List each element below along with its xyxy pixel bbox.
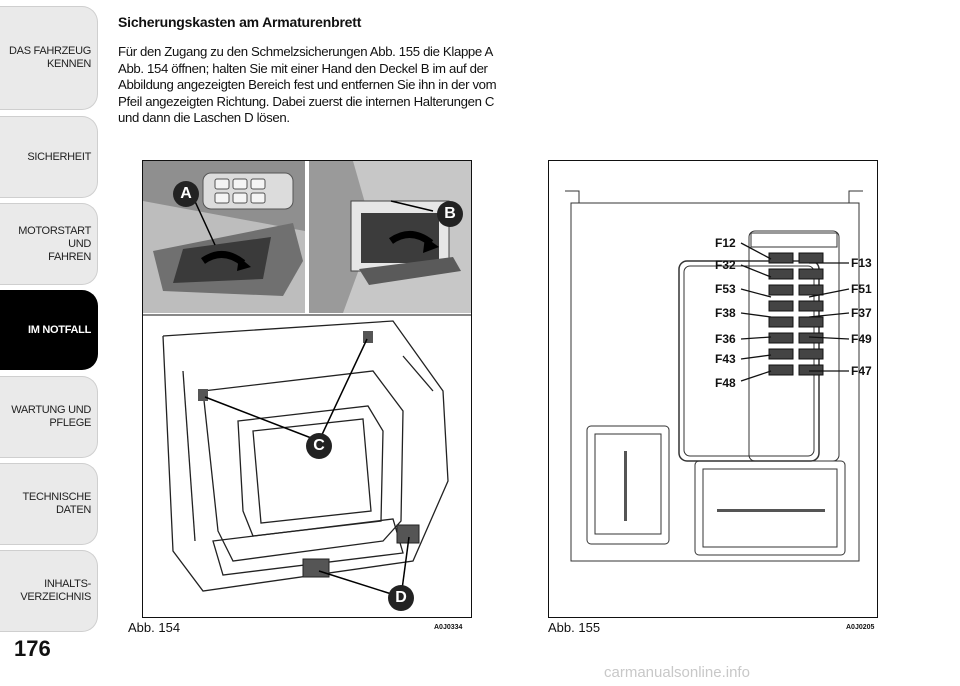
callout-c-label: C: [313, 437, 325, 454]
fuse-label-f53: F53: [715, 282, 736, 296]
figure-154-illustration: [143, 161, 471, 598]
fuse-slot: [798, 300, 824, 312]
fuse-slot: [798, 316, 824, 328]
page-number: 176: [14, 636, 51, 661]
tab-technische-daten[interactable]: TECHNISCHE DATEN: [0, 463, 98, 545]
tab-label: MOTORSTART UND FAHREN: [18, 224, 91, 263]
tab-label: INHALTS- VERZEICHNIS: [20, 578, 91, 603]
fuse-label-f37: F37: [851, 306, 872, 320]
tab-im-notfall[interactable]: IM NOTFALL: [0, 290, 98, 370]
fuse-label-f47: F47: [851, 364, 872, 378]
fuse-label-f48: F48: [715, 376, 736, 390]
callout-b-badge: B: [437, 201, 463, 227]
body-text: Für den Zugang zu den Schmelzsicherungen…: [118, 44, 497, 126]
callout-b-label: B: [444, 205, 456, 222]
figure-155: F12 F32 F53 F38 F36 F43 F48 F13 F51 F37 …: [548, 160, 878, 618]
fuse-label-f43: F43: [715, 352, 736, 366]
tab-label: WARTUNG UND PFLEGE: [11, 404, 91, 429]
tab-label: DAS FAHRZEUG KENNEN: [9, 45, 91, 70]
tab-sicherheit[interactable]: SICHERHEIT: [0, 116, 98, 198]
figure-154-caption: Abb. 154: [128, 620, 181, 635]
fuse-label-f32: F32: [715, 258, 736, 272]
tab-das-fahrzeug-kennen[interactable]: DAS FAHRZEUG KENNEN: [0, 6, 98, 110]
callout-c-badge: C: [306, 433, 332, 459]
watermark: carmanualsonline.info: [604, 664, 750, 681]
callout-a-label: A: [180, 185, 192, 202]
fuse-slot: [768, 252, 794, 264]
fuse-slot: [768, 268, 794, 280]
section-heading: Sicherungskasten am Armaturenbrett: [118, 14, 362, 30]
tab-motorstart-und-fahren[interactable]: MOTORSTART UND FAHREN: [0, 203, 98, 285]
fuse-slot: [768, 332, 794, 344]
fuse-slot: [798, 364, 824, 376]
figure-155-code: A0J0205: [846, 624, 875, 631]
fuse-slot: [798, 348, 824, 360]
figure-155-caption: Abb. 155: [548, 620, 601, 635]
fuse-slot: [798, 284, 824, 296]
fuse-label-f51: F51: [851, 282, 872, 296]
fuse-slot: [768, 348, 794, 360]
tab-label: TECHNISCHE DATEN: [22, 491, 91, 516]
fuse-slot: [798, 268, 824, 280]
figure-154-code: A0J0334: [434, 624, 463, 631]
fuse-label-f12: F12: [715, 236, 736, 250]
callout-d-badge: D: [388, 585, 414, 611]
fuse-slot: [798, 252, 824, 264]
tab-wartung-und-pflege[interactable]: WARTUNG UND PFLEGE: [0, 376, 98, 458]
figure-154: A B C D: [142, 160, 472, 618]
fuse-slot: [768, 364, 794, 376]
fuse-label-f38: F38: [715, 306, 736, 320]
callout-d-label: D: [395, 589, 407, 606]
tab-inhaltsverzeichnis[interactable]: INHALTS- VERZEICHNIS: [0, 550, 98, 632]
fuse-label-f36: F36: [715, 332, 736, 346]
tab-label: SICHERHEIT: [27, 150, 91, 163]
fuse-slot: [768, 300, 794, 312]
fuse-label-f49: F49: [851, 332, 872, 346]
fuse-slots: [768, 252, 824, 376]
tab-label: IM NOTFALL: [28, 323, 91, 336]
fuse-label-f13: F13: [851, 256, 872, 270]
fuse-slot: [768, 316, 794, 328]
fuse-slot: [768, 284, 794, 296]
callout-a-badge: A: [173, 181, 199, 207]
fuse-box-diagram: F12 F32 F53 F38 F36 F43 F48 F13 F51 F37 …: [565, 190, 872, 562]
